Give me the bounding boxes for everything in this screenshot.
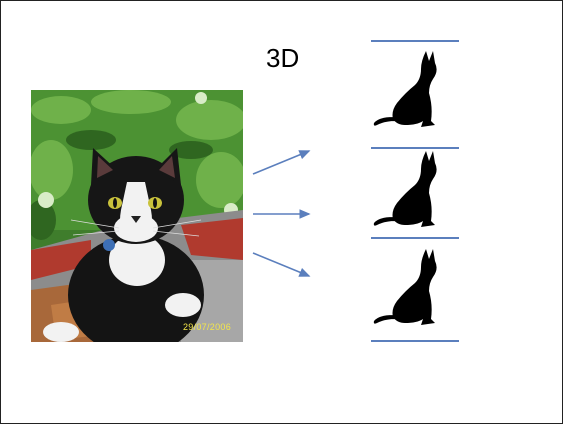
arrow-right-icon (252, 150, 311, 175)
separator-line (371, 237, 459, 239)
cat-silhouette-icon (373, 51, 437, 127)
arrow-right-icon (252, 252, 311, 277)
photo-date-stamp: 29/07/2006 (182, 322, 231, 332)
cat-silhouette-icon (373, 151, 437, 227)
cat-photo: 29/07/2006 (31, 90, 243, 342)
cat-silhouette-icon (373, 249, 437, 325)
slide-title: 3D (266, 43, 300, 73)
projection-arrows (252, 150, 311, 277)
separator-line (371, 340, 459, 342)
separator-line (371, 40, 459, 42)
separator-line (371, 147, 459, 149)
cat-photo-drawing (31, 90, 243, 342)
